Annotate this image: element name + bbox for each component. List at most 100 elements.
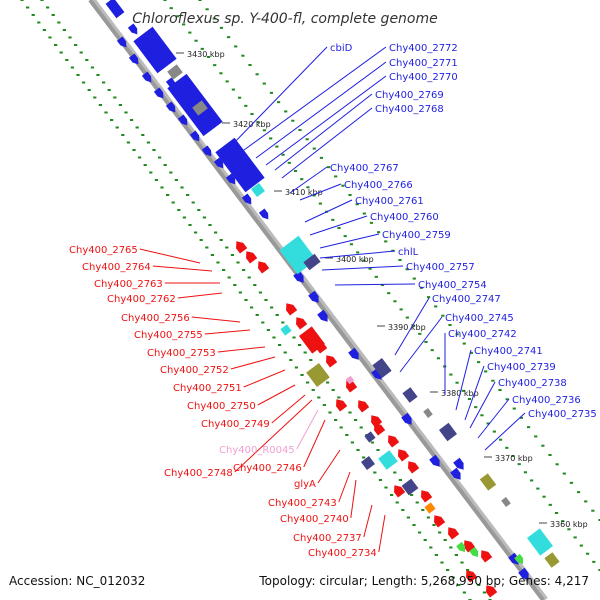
gene-label-left: Chy400_2748 xyxy=(164,468,233,479)
inner-right-dot xyxy=(287,161,291,164)
label-leader-left xyxy=(303,419,326,468)
cog-box-purple xyxy=(360,455,376,471)
gene-label-right: Chy400_2754 xyxy=(418,280,487,291)
inner-right-dot xyxy=(175,15,180,18)
tick-label: 3370 kbp xyxy=(495,454,533,463)
forward-gene xyxy=(141,71,152,83)
inner-left-dot xyxy=(426,516,430,519)
inner-right-dot xyxy=(343,235,347,238)
reverse-gene xyxy=(466,570,478,583)
inner-right-dot xyxy=(356,251,360,254)
forward-gene-band xyxy=(215,137,265,193)
reverse-gene xyxy=(464,540,476,553)
inner-left-dot xyxy=(130,119,134,121)
inner-left-dot xyxy=(370,441,374,444)
outer-left-dot xyxy=(446,569,450,571)
label-leader-left xyxy=(191,316,241,323)
cog-box-purple xyxy=(372,358,392,378)
forward-gene xyxy=(508,552,519,565)
label-leader-left xyxy=(177,292,223,299)
label-leader-right xyxy=(243,46,387,151)
inner-left-dot xyxy=(85,59,89,61)
reverse-gene xyxy=(286,303,298,316)
inner-right-dot xyxy=(511,455,515,457)
inner-right-dot xyxy=(331,218,335,221)
forward-gene xyxy=(153,57,164,69)
inner-right-dot xyxy=(262,129,267,132)
inner-left-dot xyxy=(68,36,72,39)
gene-label-left: Chy400_2765 xyxy=(69,245,138,256)
gene-label-right: Chy400_2770 xyxy=(389,72,458,83)
inner-left-dot xyxy=(62,29,66,31)
label-leader-left xyxy=(317,449,341,484)
outer-right-dot xyxy=(262,82,266,85)
outer-left-dot xyxy=(418,531,422,534)
outer-right-dot xyxy=(369,221,374,224)
outer-right-dot xyxy=(198,0,202,1)
outer-right-dot xyxy=(505,398,509,401)
outer-left-dot xyxy=(462,591,466,594)
gene-label-left: Chy400_2753 xyxy=(147,348,216,359)
inner-right-dot xyxy=(455,381,459,384)
cog-box-olive xyxy=(306,362,330,388)
inner-left-dot xyxy=(292,336,296,339)
outer-left-dot xyxy=(434,554,438,556)
outer-left-dot xyxy=(238,291,242,294)
inner-left-dot xyxy=(432,524,436,526)
forward-gene xyxy=(317,309,328,322)
outer-left-dot xyxy=(457,584,461,586)
gene-features xyxy=(105,0,560,598)
forward-gene xyxy=(225,173,236,185)
inner-left-dot xyxy=(421,509,425,511)
reverse-gene xyxy=(296,317,308,330)
cog-box-purple xyxy=(402,387,418,403)
cog-box-gray xyxy=(192,100,208,116)
outer-left-dot xyxy=(378,479,382,481)
inner-right-dot xyxy=(598,569,600,571)
gene-label-left: Chy400_R0045 xyxy=(219,445,295,456)
reverse-gene xyxy=(246,251,258,264)
outer-right-dot xyxy=(362,212,366,215)
gene-label-left: Chy400_2763 xyxy=(94,279,163,290)
inner-left-dot xyxy=(57,21,61,24)
outer-right-dot xyxy=(234,45,238,48)
gene-label-right: Chy400_2768 xyxy=(375,104,444,115)
outer-left-dot xyxy=(390,494,394,496)
label-leader-left xyxy=(204,329,251,335)
inner-right-dot xyxy=(362,259,366,262)
inner-right-dot xyxy=(505,446,509,449)
forward-gene xyxy=(508,552,519,565)
outer-right-dot xyxy=(248,64,252,66)
inner-right-dot xyxy=(256,121,260,124)
green-gene xyxy=(456,541,466,552)
label-leader-left xyxy=(378,514,386,553)
outer-left-dot xyxy=(194,231,198,234)
inner-right-dot xyxy=(387,292,391,295)
reverse-gene xyxy=(286,303,298,316)
outer-left-dot xyxy=(205,246,209,249)
forward-gene xyxy=(201,145,212,157)
gene-label-right: Chy400_2735 xyxy=(528,409,597,420)
forward-gene-top xyxy=(105,0,125,19)
inner-left-dot xyxy=(158,156,162,159)
cog-box-cyan xyxy=(280,324,292,336)
inner-left-dot xyxy=(214,231,218,234)
outer-left-dot xyxy=(126,141,130,144)
forward-gene xyxy=(450,467,461,480)
outer-left-dot xyxy=(334,419,338,421)
forward-gene xyxy=(401,412,412,425)
forward-gene xyxy=(241,193,252,205)
reverse-gene xyxy=(236,241,248,254)
inner-right-dot xyxy=(194,39,198,42)
forward-gene xyxy=(165,77,176,89)
forward-gene xyxy=(165,101,176,113)
inner-right-dot xyxy=(449,373,453,376)
outer-right-dot xyxy=(434,305,438,308)
cog-box-olive xyxy=(544,552,560,568)
reverse-gene xyxy=(246,251,258,264)
outer-right-dot xyxy=(384,240,388,243)
forward-gene xyxy=(293,270,304,283)
reverse-gene xyxy=(388,435,400,448)
cog-box-gray xyxy=(423,408,433,418)
